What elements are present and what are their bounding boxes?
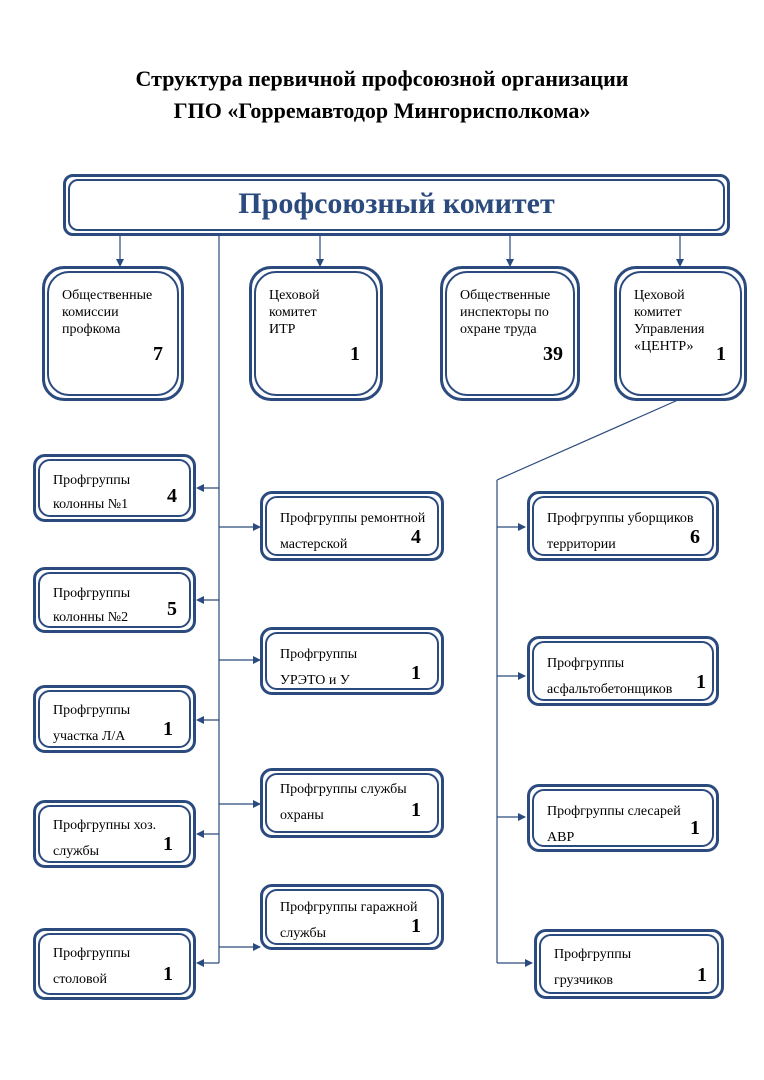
group-label: Профгруппы ремонтной мастерской xyxy=(280,511,426,552)
right-group-cleaners: Профгруппы уборщиков территории 6 xyxy=(527,491,719,561)
group-label: Профгрупны хоз. службы xyxy=(53,818,157,859)
group-label: Профгруппы УРЭТО и У xyxy=(280,647,358,688)
diagram-title-line1: Структура первичной профсоюзной организа… xyxy=(135,66,629,91)
middle-group-ureto: Профгруппы УРЭТО и У 1 xyxy=(260,627,444,695)
top-box-label: Общественные инспекторы по охране труда xyxy=(460,288,551,337)
group-label: Профгруппы колонны №1 xyxy=(53,473,131,512)
group-count: 4 xyxy=(167,485,177,507)
top-box-count: 39 xyxy=(543,343,563,365)
right-group-fitters: Профгруппы слесарей АВР 1 xyxy=(527,784,719,852)
middle-group-security: Профгруппы службы охраны 1 xyxy=(260,768,444,838)
group-count: 1 xyxy=(163,718,173,740)
top-box-center: Цеховой комитет Управления «ЦЕНТР» 1 xyxy=(614,266,747,401)
top-box-count: 1 xyxy=(716,343,726,365)
left-group-canteen: Профгруппы столовой 1 xyxy=(33,928,196,1000)
top-box-count: 7 xyxy=(153,343,163,365)
right-group-asphalt: Профгруппы асфальтобетонщиков 1 xyxy=(527,636,719,706)
group-count: 1 xyxy=(696,671,706,693)
group-count: 1 xyxy=(163,963,173,985)
group-count: 1 xyxy=(411,662,421,684)
group-label: Профгруппы колонны №2 xyxy=(53,586,131,625)
top-box-count: 1 xyxy=(350,343,360,365)
trade-union-committee-box: Профсоюзный комитет xyxy=(63,174,730,236)
center-diagonal-line xyxy=(496,399,679,481)
group-label: Профгруппы асфальтобетонщиков xyxy=(547,656,673,697)
left-group-household: Профгрупны хоз. службы 1 xyxy=(33,800,196,868)
group-count: 1 xyxy=(163,833,173,855)
left-group-la-section: Профгруппы участка Л/А 1 xyxy=(33,685,196,753)
left-group-column2: Профгруппы колонны №2 5 xyxy=(33,567,196,633)
top-box-label: Цеховой комитет ИТР xyxy=(269,288,320,337)
group-count: 5 xyxy=(167,598,177,620)
group-label: Профгруппы уборщиков территории xyxy=(547,511,694,552)
group-label: Профгруппы участка Л/А xyxy=(53,703,131,744)
diagram-title-line2: ГПО «Горремавтодор Мингорисполкома» xyxy=(173,98,591,123)
group-count: 1 xyxy=(411,915,421,937)
group-label: Профгруппы столовой xyxy=(53,946,131,987)
group-count: 4 xyxy=(411,526,421,548)
top-box-itr: Цеховой комитет ИТР 1 xyxy=(249,266,383,401)
group-label: Профгруппы гаражной службы xyxy=(280,900,418,941)
middle-group-repair-shop: Профгруппы ремонтной мастерской 4 xyxy=(260,491,444,561)
group-label: Профгруппы службы охраны xyxy=(280,782,407,823)
top-box-label: Цеховой комитет Управления «ЦЕНТР» xyxy=(634,288,705,354)
right-group-loaders: Профгруппы грузчиков 1 xyxy=(534,929,724,999)
group-count: 1 xyxy=(411,799,421,821)
middle-group-garage: Профгруппы гаражной службы 1 xyxy=(260,884,444,950)
top-box-label: Общественные комиссии профкома xyxy=(62,288,153,337)
group-label: Профгруппы грузчиков xyxy=(554,947,632,988)
top-box-commissions: Общественные комиссии профкома 7 xyxy=(42,266,184,401)
committee-label: Профсоюзный комитет xyxy=(238,187,555,220)
group-count: 1 xyxy=(697,964,707,986)
left-group-column1: Профгруппы колонны №1 4 xyxy=(33,454,196,522)
group-count: 6 xyxy=(690,526,700,548)
group-count: 1 xyxy=(690,817,700,839)
top-box-inspectors: Общественные инспекторы по охране труда … xyxy=(440,266,580,401)
group-label: Профгруппы слесарей АВР xyxy=(547,804,681,845)
